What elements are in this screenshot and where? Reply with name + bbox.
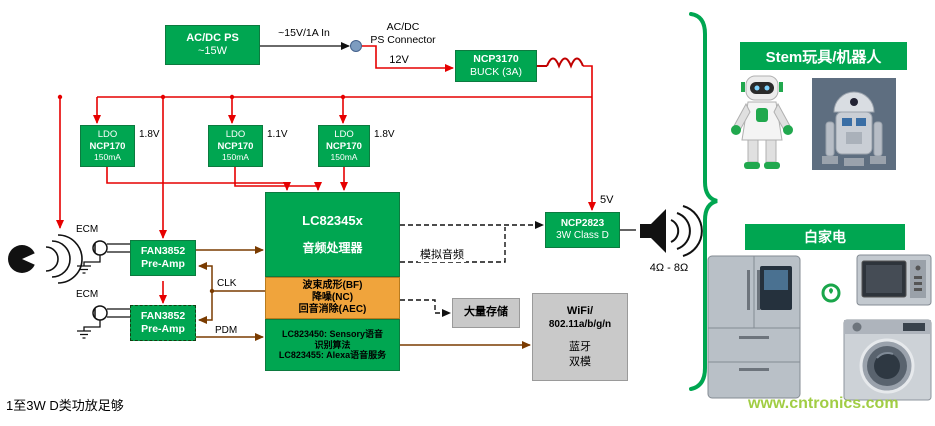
speaker-icon <box>640 205 703 257</box>
sw-l1: LC823450: Sensory语音 <box>281 328 384 339</box>
impedance-label: 4Ω - 8Ω <box>649 262 689 274</box>
ecm1-label: ECM <box>76 224 99 235</box>
ps-connector-l2: PS Connector <box>370 33 436 46</box>
storage-l1: 大量存储 <box>464 306 508 319</box>
amp-l1: NCP2823 <box>560 217 605 229</box>
pdm-label: PDM <box>215 325 238 336</box>
soc-title: LC82345x <box>302 213 363 229</box>
ldo2-l3: 150mA <box>222 152 249 163</box>
storage-block: 大量存储 <box>452 298 520 328</box>
ldo-block-3: LDO NCP170 150mA <box>318 125 370 167</box>
inductor-icon <box>537 57 584 69</box>
sw-l2: 识别算法 <box>314 339 351 350</box>
acdc-l2: ~15W <box>197 45 228 57</box>
person-speaking-icon <box>8 234 83 284</box>
ldo2-l2: NCP170 <box>217 140 254 152</box>
ldo3-l1: LDO <box>334 129 354 141</box>
signal-junction-dot <box>209 288 215 294</box>
preamp1-l1: FAN3852 <box>140 245 186 258</box>
acdc-l1: AC/DC PS <box>186 31 239 44</box>
wifi-l3: 蓝牙 <box>569 341 591 354</box>
wifi-l1: WiFi/ <box>566 304 594 317</box>
dsp-subblock: 波束成形(BF) 降噪(NC) 回音消除(AEC) <box>265 277 400 319</box>
v12-label: 12V <box>389 54 409 66</box>
dsp-l3: 回音消除(AEC) <box>298 304 367 316</box>
amp-l2: 3W Class D <box>556 230 609 241</box>
buck-block: NCP3170 BUCK (3A) <box>455 50 537 82</box>
preamp1-block: FAN3852 Pre-Amp <box>130 240 196 276</box>
preamp2-block: FAN3852 Pre-Amp <box>130 305 196 341</box>
analog-audio-label: 模拟音频 <box>418 249 466 263</box>
acdc-ps-block: AC/DC PS ~15W <box>165 25 260 65</box>
footnote: 1至3W D类功放足够 <box>6 398 124 413</box>
connector-icon <box>350 40 362 52</box>
ground-icon <box>77 255 101 274</box>
preamp2-l2: Pre-Amp <box>141 323 185 335</box>
ldo1-l1: LDO <box>97 129 118 141</box>
preamp2-l1: FAN3852 <box>140 310 186 323</box>
ps-connector-l1: AC/DC <box>386 21 420 33</box>
v5-label: 5V <box>600 194 614 206</box>
green-logo-icon <box>820 282 842 309</box>
sw-l3: LC823455: Alexa语音服务 <box>278 350 387 361</box>
wifi-l4: 双模 <box>569 355 591 368</box>
ldo2-vout-label: 1.1V <box>267 129 288 140</box>
ecm2-label: ECM <box>76 289 99 300</box>
white-goods-banner: 白家电 <box>745 224 905 250</box>
dsp-l2: 降噪(NC) <box>311 291 354 303</box>
robot-toy-image <box>720 74 804 177</box>
soc-block: LC82345x 音频处理器 <box>265 192 400 277</box>
ldo3-vout-label: 1.8V <box>374 129 395 140</box>
wifi-l2: 802.11a/b/g/n <box>548 319 612 331</box>
clk-label: CLK <box>217 278 237 289</box>
astromech-robot-image <box>812 78 896 175</box>
wifi-block: WiFi/ 802.11a/b/g/n 蓝牙 双模 <box>532 293 628 381</box>
soc-subtitle: 音频处理器 <box>302 241 363 256</box>
voice-sw-subblock: LC823450: Sensory语音 识别算法 LC823455: Alexa… <box>265 319 400 371</box>
ldo-block-1: LDO NCP170 150mA <box>80 125 135 167</box>
microwave-image <box>856 252 932 313</box>
vin-label: ~15V/1A In <box>278 27 330 39</box>
ldo3-l2: NCP170 <box>326 140 362 152</box>
ldo2-l1: LDO <box>225 129 246 141</box>
ground-icon <box>77 320 101 339</box>
stem-toys-banner: Stem玩具/机器人 <box>740 42 907 70</box>
buck-l1: NCP3170 <box>473 53 519 66</box>
dsp-l1: 波束成形(BF) <box>302 279 363 291</box>
microphone-icon <box>92 305 130 321</box>
buck-l2: BUCK (3A) <box>470 66 522 78</box>
preamp1-l2: Pre-Amp <box>141 258 185 270</box>
ldo1-l3: 150mA <box>94 152 121 163</box>
classd-amp-block: NCP2823 3W Class D <box>545 212 620 248</box>
fridge-image <box>706 254 802 405</box>
ldo1-vout-label: 1.8V <box>139 129 160 140</box>
junction-dots <box>57 94 346 100</box>
microphone-icon <box>92 240 130 256</box>
ldo3-l3: 150mA <box>330 152 358 163</box>
ps-connector-label: AC/DC PS Connector <box>362 21 444 46</box>
ldo1-l2: NCP170 <box>89 140 126 152</box>
washer-image <box>843 314 932 407</box>
watermark: www.cntronics.com <box>748 395 899 412</box>
ldo-block-2: LDO NCP170 150mA <box>208 125 263 167</box>
